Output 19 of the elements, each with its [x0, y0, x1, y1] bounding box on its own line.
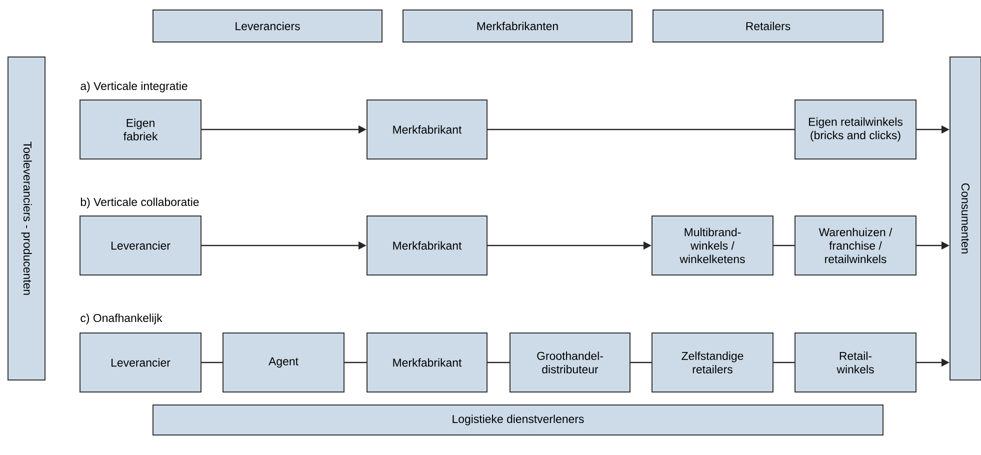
side-band: Consumenten [950, 56, 981, 380]
side-band: Toeleveranciers - producenten [8, 56, 46, 380]
process-box: Zelfstandige retailers [652, 332, 774, 392]
header-box: Retailers [652, 10, 884, 42]
process-box: Leverancier [80, 215, 202, 276]
process-box: Merkfabrikant [366, 99, 488, 160]
process-box: Retail- winkels [794, 332, 916, 392]
process-box: Eigen retailwinkels (bricks and clicks) [794, 99, 916, 160]
process-box: Warenhuizen / franchise / retailwinkels [794, 215, 916, 276]
process-box: Multibrand- winkels / winkelketens [652, 215, 774, 276]
band-box: Logistieke dienstverleners [152, 404, 884, 436]
process-box: Leverancier [80, 332, 202, 392]
process-box: Merkfabrikant [366, 332, 488, 392]
process-box: Merkfabrikant [366, 215, 488, 276]
process-box: Groothandel- distributeur [510, 332, 630, 392]
header-box: Merkfabrikanten [402, 10, 632, 42]
process-box: Agent [222, 332, 344, 392]
header-box: Leveranciers [152, 10, 382, 42]
process-box: Eigen fabriek [80, 99, 202, 160]
